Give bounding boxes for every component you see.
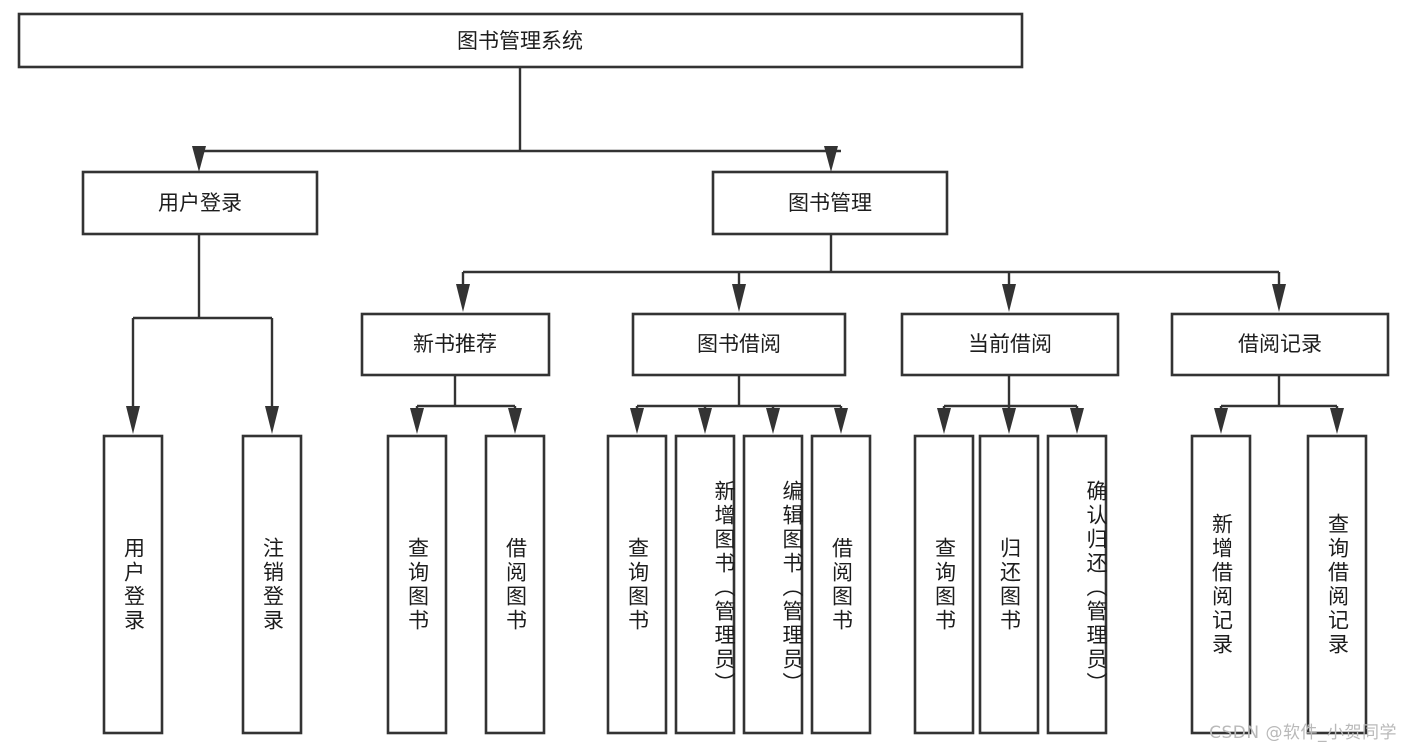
leaf-group-user-login [102, 434, 303, 735]
node-book-manage-label: 图书管理 [788, 191, 872, 215]
arrow-userlogin-leaf1-icon [126, 406, 140, 434]
arrow-bb-leaf1-icon [630, 408, 644, 434]
leaf-box-borrow-record-1[interactable] [1306, 434, 1368, 735]
node-current-borrow[interactable]: 当前借阅 [900, 312, 1120, 377]
leaf-box-new-book-rec-1[interactable] [484, 434, 546, 735]
arrow-to-bookborrow-icon [732, 284, 746, 312]
arrow-nbr-leaf2-icon [508, 408, 522, 434]
leaf-box-current-borrow-1[interactable] [978, 434, 1040, 735]
connector-group-borrowrecord [1214, 375, 1344, 434]
node-user-login-box[interactable] [81, 170, 319, 236]
leaf-box-borrow-record-0[interactable] [1190, 434, 1252, 735]
arrow-to-bookmanage-icon [824, 146, 838, 172]
arrow-userlogin-leaf2-icon [265, 406, 279, 434]
node-root[interactable]: 图书管理系统 [17, 12, 1024, 69]
node-current-borrow-box[interactable] [900, 312, 1120, 377]
leaf-box-book-borrow-3[interactable] [810, 434, 872, 735]
leaf-box-current-borrow-0[interactable] [913, 434, 975, 735]
arrow-br-leaf2-icon [1330, 408, 1344, 434]
leaf-box-new-book-rec-0[interactable] [386, 434, 448, 735]
node-new-book-rec-label: 新书推荐 [413, 332, 497, 356]
leaf-group-book-borrow [606, 434, 872, 735]
node-root-box[interactable] [17, 12, 1024, 69]
node-user-login-label: 用户登录 [158, 191, 242, 215]
node-root-label: 图书管理系统 [457, 29, 583, 53]
leaf-group-new-book-rec [386, 434, 546, 735]
connector-group-bookborrow [630, 375, 848, 434]
node-current-borrow-label: 当前借阅 [968, 332, 1052, 356]
node-book-manage-box[interactable] [711, 170, 949, 236]
connector-group-newbookrec [410, 375, 522, 434]
arrow-to-newbookrec-icon [456, 284, 470, 312]
leaf-group-borrow-record [1190, 434, 1368, 735]
arrow-bb-leaf3-icon [766, 408, 780, 434]
arrow-cb-leaf2-icon [1002, 408, 1016, 434]
node-book-borrow-box[interactable] [631, 312, 847, 377]
arrow-bb-leaf4-icon [834, 408, 848, 434]
node-book-borrow[interactable]: 图书借阅 [631, 312, 847, 377]
connector-group-root [192, 67, 841, 172]
node-book-manage[interactable]: 图书管理 [711, 170, 949, 236]
connector-group-currentborrow [937, 375, 1084, 434]
arrow-nbr-leaf1-icon [410, 408, 424, 434]
node-borrow-record[interactable]: 借阅记录 [1170, 312, 1390, 377]
leaf-box-book-borrow-1[interactable] [674, 434, 736, 735]
node-user-login[interactable]: 用户登录 [81, 170, 319, 236]
arrow-to-borrowrecord-icon [1272, 284, 1286, 312]
leaf-box-user-login-1[interactable] [241, 434, 303, 735]
node-borrow-record-box[interactable] [1170, 312, 1390, 377]
leaf-box-user-login-0[interactable] [102, 434, 164, 735]
node-new-book-rec-box[interactable] [360, 312, 551, 377]
connector-group-bookmanage [456, 234, 1286, 312]
arrow-cb-leaf3-icon [1070, 408, 1084, 434]
csdn-watermark: CSDN @软件_小贺同学 [1209, 723, 1397, 743]
arrow-br-leaf1-icon [1214, 408, 1228, 434]
arrow-to-currentborrow-icon [1002, 284, 1016, 312]
leaf-box-book-borrow-2[interactable] [742, 434, 804, 735]
arrow-to-userlogin-icon [192, 146, 206, 172]
arrow-cb-leaf1-icon [937, 408, 951, 434]
connector-group-userlogin [126, 234, 279, 434]
leaf-box-book-borrow-0[interactable] [606, 434, 668, 735]
leaf-group-current-borrow [913, 434, 1108, 735]
node-book-borrow-label: 图书借阅 [697, 332, 781, 356]
arrow-bb-leaf2-icon [698, 408, 712, 434]
node-borrow-record-label: 借阅记录 [1238, 332, 1322, 356]
leaf-box-current-borrow-2[interactable] [1046, 434, 1108, 735]
node-new-book-rec[interactable]: 新书推荐 [360, 312, 551, 377]
